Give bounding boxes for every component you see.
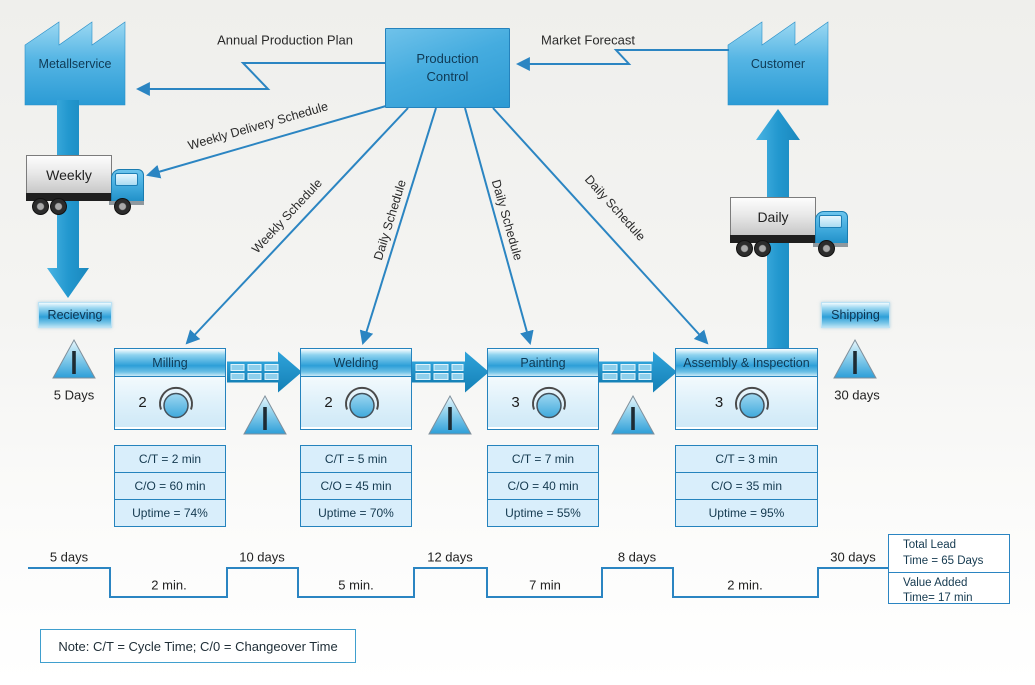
databox-painting: C/T = 7 min C/O = 40 min Uptime = 55% (487, 445, 599, 527)
production-control-box: Production Control (385, 28, 510, 108)
truck-weekly-chassis (26, 193, 126, 201)
lead-time-box: Total Lead Time = 65 Days Value Added Ti… (888, 534, 1010, 604)
process-box-assembly-inspection: Assembly & Inspection 3 (675, 348, 818, 430)
truck-daily-window (819, 215, 842, 228)
databox-ct: C/T = 7 min (488, 446, 598, 473)
receiving-badge: Recieving (38, 302, 112, 328)
note-box: Note: C/T = Cycle Time; C/0 = Changeover… (40, 629, 356, 663)
production-control-line2: Control (426, 69, 469, 84)
operator-count: 3 (511, 393, 520, 411)
truck-weekly-wheel-1 (32, 198, 49, 215)
push-arrow-icon-3 (599, 351, 677, 393)
truck-weekly-window (115, 173, 138, 186)
market-forecast-arrow (515, 49, 729, 71)
databox-uptime: Uptime = 95% (676, 500, 817, 526)
push-arrow-icon-1 (227, 351, 302, 393)
databox-co: C/O = 40 min (488, 473, 598, 500)
databox-co: C/O = 60 min (115, 473, 225, 500)
truck-icon-weekly: Weekly (22, 148, 147, 215)
truck-weekly-label: Weekly (46, 167, 92, 183)
value-added-time-cell: Value Added Time= 17 min (889, 573, 1009, 610)
inventory-triangle-icon-2 (428, 394, 472, 435)
timeline-process-label-4: 2 min. (727, 577, 763, 593)
databox-ct: C/T = 5 min (301, 446, 411, 473)
factory-icon-supplier (24, 21, 126, 106)
total-lead-line1: Total Lead (903, 539, 957, 551)
databox-uptime: Uptime = 55% (488, 500, 598, 526)
process-title: Welding (301, 349, 411, 377)
daily-schedule-arrow-3 (492, 107, 709, 345)
timeline-line (28, 567, 888, 598)
weekly-schedule-arrow (185, 107, 409, 345)
truck-daily-wheel-2 (754, 240, 771, 257)
databox-co: C/O = 35 min (676, 473, 817, 500)
truck-icon-daily: Daily (726, 190, 851, 257)
databox-ct: C/T = 2 min (115, 446, 225, 473)
operator-icon (158, 387, 193, 419)
shipping-badge: Shipping (821, 302, 890, 328)
operator-count: 3 (714, 393, 724, 411)
truck-daily-label: Daily (757, 209, 789, 225)
process-box-painting: Painting 3 (487, 348, 599, 430)
timeline-wait-label-1: 5 days (49, 549, 89, 565)
databox-milling: C/T = 2 min C/O = 60 min Uptime = 74% (114, 445, 226, 527)
daily-schedule-arrow-1 (359, 107, 437, 346)
inventory-out-label: 30 days (834, 387, 880, 403)
truck-daily-wheel-1 (736, 240, 753, 257)
truck-weekly-wheel-3 (114, 198, 131, 215)
databox-ct: C/T = 3 min (676, 446, 817, 473)
timeline-wait-label-4: 8 days (617, 549, 657, 565)
operator-icon (344, 387, 379, 419)
total-lead-time-cell: Total Lead Time = 65 Days (889, 535, 1009, 573)
process-box-welding: Welding 2 (300, 348, 412, 430)
timeline-wait-label-5: 30 days (830, 549, 876, 565)
inventory-triangle-icon-1 (243, 394, 287, 435)
production-control-line1: Production (416, 51, 479, 67)
weekly-delivery-arrow (145, 105, 387, 179)
databox-uptime: Uptime = 74% (115, 500, 225, 526)
timeline-wait-label-2: 10 days (239, 549, 285, 565)
operator-icon (735, 387, 770, 419)
annual-production-plan-label: Annual Production Plan (217, 32, 353, 48)
databox-welding: C/T = 5 min C/O = 45 min Uptime = 70% (300, 445, 412, 527)
supplier-factory-label: Metallservice (38, 57, 112, 71)
truck-daily-wheel-3 (818, 240, 835, 257)
truck-daily-chassis (730, 235, 830, 243)
inventory-in-label: 5 Days (53, 387, 95, 403)
truck-daily-trailer: Daily (730, 197, 816, 237)
inventory-triangle-icon-shipping (833, 338, 877, 379)
databox-assembly-inspection: C/T = 3 min C/O = 35 min Uptime = 95% (675, 445, 818, 527)
operator-count: 2 (138, 393, 147, 411)
truck-weekly-wheel-2 (50, 198, 67, 215)
value-added-line1: Value Added (903, 576, 968, 589)
process-title: Painting (488, 349, 598, 377)
timeline-process-label-3: 7 min (529, 577, 561, 593)
annual-plan-arrow (135, 62, 385, 96)
timeline-process-label-1: 2 min. (151, 577, 187, 593)
process-title: Assembly & Inspection (676, 349, 817, 377)
databox-uptime: Uptime = 70% (301, 500, 411, 526)
customer-factory-label: Customer (750, 57, 806, 71)
daily-schedule-arrow-2 (464, 107, 534, 346)
total-lead-line2: Time = 65 Days (903, 554, 984, 567)
timeline-process-label-2: 5 min. (338, 577, 374, 593)
value-added-line2: Time= 17 min (903, 592, 973, 605)
inventory-triangle-icon-receiving (52, 338, 96, 379)
truck-weekly-trailer: Weekly (26, 155, 112, 195)
note-text: Note: C/T = Cycle Time; C/0 = Changeover… (58, 638, 338, 654)
push-arrow-icon-2 (412, 351, 489, 393)
market-forecast-label: Market Forecast (541, 32, 635, 48)
factory-icon-customer (727, 21, 829, 106)
process-box-milling: Milling 2 (114, 348, 226, 430)
inventory-triangle-icon-3 (611, 394, 655, 435)
timeline-wait-label-3: 12 days (427, 549, 473, 565)
process-title: Milling (115, 349, 225, 377)
databox-co: C/O = 45 min (301, 473, 411, 500)
operator-count: 2 (324, 393, 333, 411)
operator-icon (531, 387, 566, 419)
